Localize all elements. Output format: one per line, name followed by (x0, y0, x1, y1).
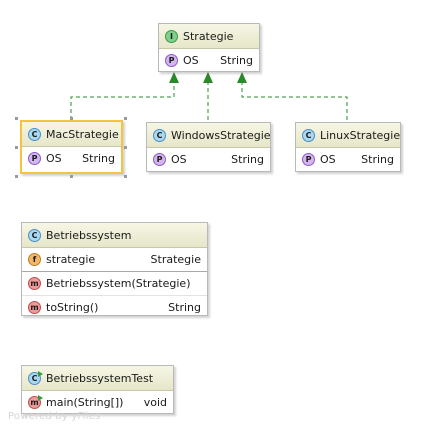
main-method-icon: m (28, 395, 43, 409)
selection-handle[interactable] (124, 175, 127, 178)
node-header: C MacStrategie (22, 122, 121, 147)
member-name: OS (171, 153, 187, 166)
node-header: C LinuxStrategie (296, 123, 400, 148)
node-betriebssystem[interactable]: C Betriebssystem f strategie Strategie m… (21, 222, 208, 316)
property-icon: P (165, 54, 178, 67)
property-icon: P (302, 153, 315, 166)
member-type: String (220, 54, 253, 67)
node-windows-strategie[interactable]: C WindowsStrategie P OS String (146, 122, 271, 172)
member-name: main(String[]) (46, 396, 124, 409)
member-name: OS (46, 152, 62, 165)
member-row[interactable]: f strategie Strategie (22, 248, 207, 272)
member-type: Strategie (150, 253, 201, 266)
node-betriebssystem-test[interactable]: C BetriebssystemTest m main(String[]) vo… (21, 365, 174, 414)
arrowhead-windows (203, 72, 213, 83)
node-header: C WindowsStrategie (147, 123, 271, 148)
member-type: String (82, 152, 115, 165)
member-name: OS (320, 153, 336, 166)
interface-icon: I (165, 29, 178, 43)
member-row[interactable]: m toString() String (22, 296, 207, 319)
node-header: C Betriebssystem (22, 223, 207, 248)
member-row[interactable]: P OS String (22, 147, 121, 170)
member-type: void (143, 396, 167, 409)
class-icon: C (28, 228, 41, 242)
class-icon: C (28, 127, 41, 141)
member-name: OS (183, 54, 199, 67)
node-title: LinuxStrategie (320, 128, 401, 142)
arrowhead-mac (169, 72, 179, 83)
selection-handle[interactable] (70, 175, 73, 178)
property-icon: P (28, 152, 41, 165)
selection-handle[interactable] (15, 146, 18, 149)
node-header: C BetriebssystemTest (22, 366, 173, 391)
selection-handle[interactable] (124, 146, 127, 149)
member-row[interactable]: P OS String (296, 148, 400, 171)
selection-handle[interactable] (70, 117, 73, 120)
member-row[interactable]: m main(String[]) void (22, 391, 173, 414)
member-row[interactable]: P OS String (159, 49, 259, 72)
watermark: Powered by yFiles (8, 411, 101, 422)
edge-mac-to-strategie (70, 80, 175, 120)
property-icon: P (153, 153, 166, 166)
member-row[interactable]: P OS String (147, 148, 270, 171)
node-title: BetriebssystemTest (46, 371, 154, 385)
member-name: Betriebssystem(Strategie) (46, 277, 191, 290)
node-header: I Strategie (159, 24, 259, 49)
selection-handle[interactable] (15, 175, 18, 178)
member-type: String (361, 153, 394, 166)
member-type: String (168, 301, 201, 314)
arrowhead-linux (237, 72, 247, 83)
selection-handle[interactable] (15, 117, 18, 120)
method-icon: m (28, 301, 41, 314)
node-strategie[interactable]: I Strategie P OS String (158, 23, 260, 72)
node-mac-strategie[interactable]: C MacStrategie P OS String (20, 120, 123, 174)
method-icon: m (28, 277, 41, 290)
node-linux-strategie[interactable]: C LinuxStrategie P OS String (295, 122, 401, 172)
class-icon: C (153, 128, 166, 142)
class-icon: C (302, 128, 315, 142)
member-name: strategie (46, 253, 96, 266)
node-title: Betriebssystem (46, 228, 132, 242)
edge-linux-to-strategie (241, 80, 348, 120)
member-row[interactable]: m Betriebssystem(Strategie) (22, 272, 207, 296)
member-name: toString() (46, 301, 99, 314)
runnable-class-icon: C (28, 370, 43, 385)
node-title: Strategie (183, 29, 234, 43)
member-type: String (231, 153, 264, 166)
node-title: MacStrategie (46, 127, 119, 141)
selection-handle[interactable] (124, 117, 127, 120)
field-icon: f (28, 253, 41, 266)
node-title: WindowsStrategie (171, 128, 271, 142)
